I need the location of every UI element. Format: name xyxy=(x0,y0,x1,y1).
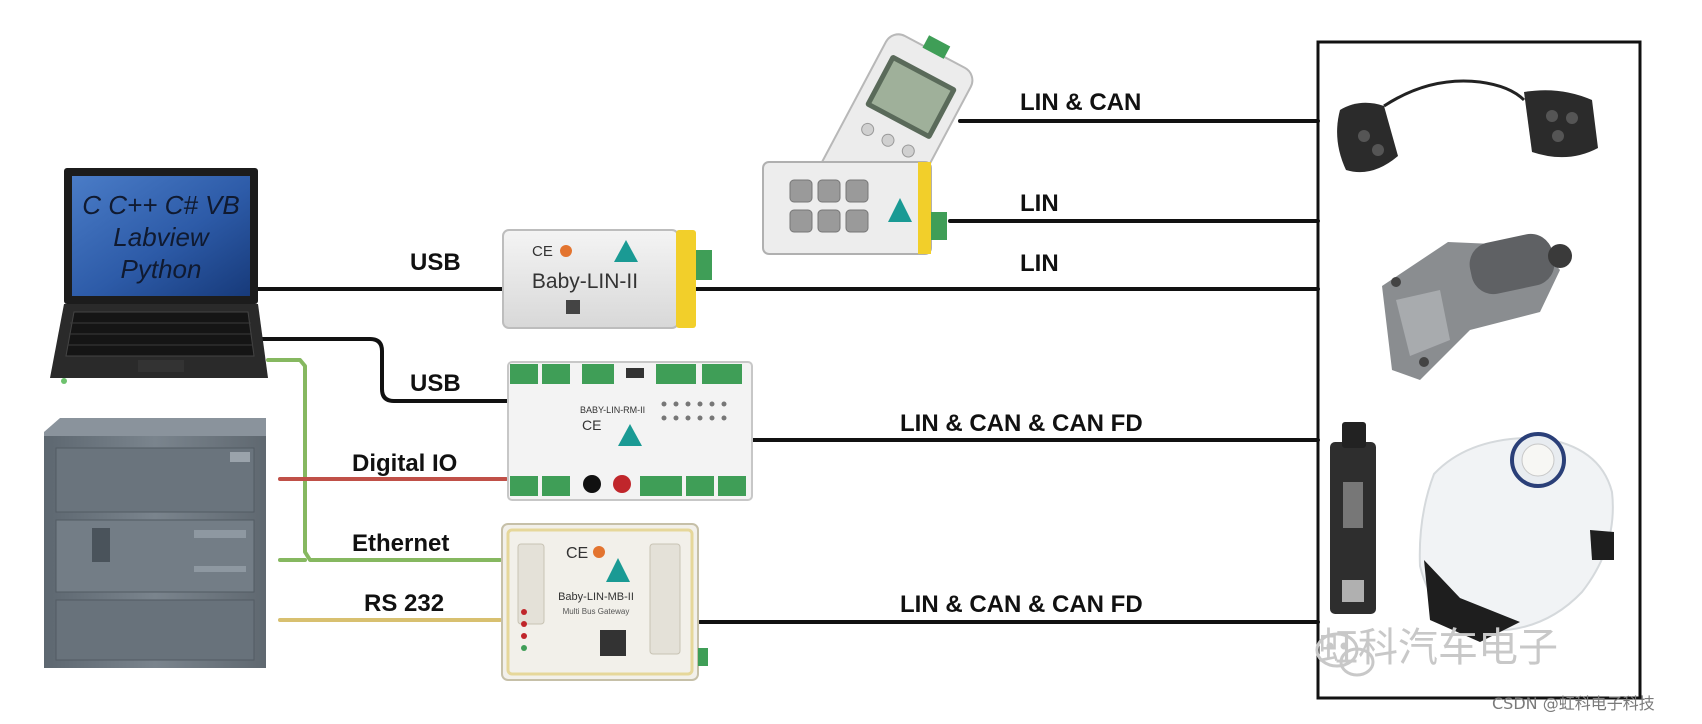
handheld-display-terminal xyxy=(922,35,951,59)
brand-logo-icon xyxy=(888,198,912,222)
handheld-display-button xyxy=(901,144,915,158)
sensor-base xyxy=(1424,560,1520,642)
brand-logo-icon xyxy=(606,558,630,582)
laptop-keyboard-keys xyxy=(68,322,253,346)
handheld-keypad-device xyxy=(762,161,947,255)
sensor-tab xyxy=(1590,530,1614,560)
baby-lin-rm-ii-red-jack xyxy=(613,475,631,493)
wiper-motor-gear xyxy=(1396,290,1450,356)
baby-lin-mb-ii-left-column xyxy=(517,543,545,625)
baby-lin-mb-ii-right-column xyxy=(649,543,681,655)
baby-lin-rm-ii-usb-port-icon xyxy=(626,368,644,378)
handheld-display-button xyxy=(861,122,875,136)
plc-right-strip xyxy=(194,530,246,538)
footer-credit: CSDN @虹科电子科技 xyxy=(1492,694,1655,713)
baby-lin-mb-ii-inner xyxy=(506,528,694,676)
steering-cable xyxy=(1383,79,1526,108)
laptop-power-led xyxy=(61,378,67,384)
label-rs232: RS 232 xyxy=(364,590,445,617)
label-lin-can-top: LIN & CAN xyxy=(1020,89,1142,116)
baby-lin-mb-ii-body xyxy=(501,523,699,681)
baby-lin-rm-ii-leds xyxy=(661,401,727,421)
baby-lin-rm-ii-device: BABY-LIN-RM-II CE xyxy=(507,361,753,501)
handheld-keypad-accent xyxy=(918,162,931,254)
baby-lin-rm-ii-name: BABY-LIN-RM-II xyxy=(580,405,645,415)
baby-lin-ii-name: Baby-LIN-II xyxy=(532,270,638,293)
ecu-frame xyxy=(1316,40,1642,700)
seatbelt-buckle xyxy=(1330,422,1376,614)
baby-lin-mb-ii-terminal xyxy=(698,648,708,666)
plc-upper-panel xyxy=(55,447,255,513)
handheld-display-lcd xyxy=(871,60,951,134)
steering-buttons xyxy=(1358,110,1578,156)
baby-lin-rm-ii-top-terminals xyxy=(510,364,742,384)
brand-logo-icon xyxy=(614,240,638,262)
baby-lin-ii-warning-icon xyxy=(560,245,572,257)
baby-lin-rm-ii-ce-mark: CE xyxy=(582,417,601,433)
buckle-top xyxy=(1342,422,1366,448)
plc-lower-panel xyxy=(55,599,255,661)
plc-top xyxy=(44,418,266,438)
baby-lin-mb-ii-warning-icon xyxy=(593,546,605,558)
plc-label xyxy=(230,452,250,462)
baby-lin-ii-ce-mark: CE xyxy=(532,243,553,260)
handheld-keypad-terminal xyxy=(931,212,947,240)
connection-lines xyxy=(253,119,1320,624)
plc-status-leds xyxy=(92,528,110,562)
baby-lin-ii-qr-icon xyxy=(566,300,580,314)
sensor-ring-inner xyxy=(1521,443,1555,477)
wiper-motor xyxy=(1382,233,1572,380)
baby-lin-ii-accent xyxy=(676,230,696,328)
steering-wheel-controls xyxy=(1337,79,1598,173)
baby-lin-mb-ii-qr-icon xyxy=(600,630,626,656)
wechat-icon xyxy=(1315,632,1375,677)
handheld-display-button xyxy=(881,133,895,147)
handheld-keypad-buttons xyxy=(789,179,869,233)
laptop-screen-line-2: Labview xyxy=(113,222,211,252)
baby-lin-rm-ii-black-jack xyxy=(583,475,601,493)
baby-lin-mb-ii-name: Baby-LIN-MB-II xyxy=(558,591,634,603)
steering-angle-sensor xyxy=(1418,432,1614,642)
laptop-screen xyxy=(72,176,250,296)
baby-lin-ii-device: CE Baby-LIN-II xyxy=(502,229,712,329)
watermark-text: 虹科汽车电子 xyxy=(1318,625,1558,671)
baby-lin-mb-ii-ce-mark: CE xyxy=(566,545,588,562)
baby-lin-mb-ii-device: CE Baby-LIN-MB-II Multi Bus Gateway xyxy=(501,523,708,681)
label-usb-bottom: USB xyxy=(410,370,461,397)
laptop-screen-line-1: C C++ C# VB xyxy=(82,190,240,220)
label-lin-can-canfd-rm: LIN & CAN & CAN FD xyxy=(900,410,1143,437)
handheld-keypad-body xyxy=(762,161,932,255)
baby-lin-rm-ii-bottom-terminals xyxy=(510,476,746,496)
label-ethernet: Ethernet xyxy=(352,530,450,557)
buckle-release xyxy=(1342,580,1364,602)
buckle-slot xyxy=(1343,482,1363,528)
laptop-touchpad xyxy=(138,360,184,372)
steering-switch-right xyxy=(1524,90,1598,158)
label-lin-baby-lin-ii: LIN xyxy=(1020,250,1059,277)
ethernet-line xyxy=(266,358,502,562)
wiper-motor-cylinder xyxy=(1469,233,1555,295)
label-lin-handheld: LIN xyxy=(1020,190,1059,217)
baby-lin-mb-ii-leds xyxy=(521,609,527,651)
plc-right-strip-2 xyxy=(194,566,246,572)
brand-logo-icon xyxy=(618,424,642,446)
label-digital-io: Digital IO xyxy=(352,450,458,477)
baby-lin-ii-terminal xyxy=(696,250,712,280)
baby-lin-mb-ii-subtitle: Multi Bus Gateway xyxy=(563,607,630,616)
usb-line-laptop-to-baby-lin-rm-ii xyxy=(260,337,514,403)
laptop: C C++ C# VB Labview Python xyxy=(50,168,268,384)
laptop-screen-line-3: Python xyxy=(121,254,202,284)
label-lin-can-canfd-mb: LIN & CAN & CAN FD xyxy=(900,591,1143,618)
wiper-motor-bolt xyxy=(1419,357,1429,367)
label-usb-top: USB xyxy=(410,249,461,276)
wiper-motor-bolt xyxy=(1391,277,1401,287)
plc xyxy=(44,418,266,668)
wiper-motor-shaft xyxy=(1548,244,1572,268)
